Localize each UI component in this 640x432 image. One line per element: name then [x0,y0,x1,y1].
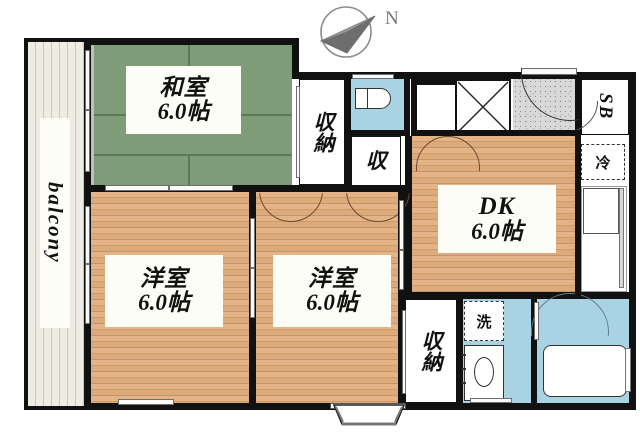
closet-top-area [299,79,345,185]
wall-washroom-right [531,299,537,403]
washitsu-left-edge-shade [91,45,94,185]
window-washitsu-balcony-2[interactable] [85,110,90,172]
wall-closet-bottom-right [457,299,463,403]
wall-hall-left [411,79,417,135]
toilet-fixture [355,88,391,109]
wall-top-entrance [404,72,636,79]
wall-dk-right-upper [575,136,581,180]
wall-dk-bottom [405,292,629,299]
dk-window-sash-upper[interactable] [583,188,619,234]
vanity-detail-1 [462,354,466,356]
closet-top-label: 収納 [311,111,336,153]
sink-basin [474,357,494,387]
wall-top-washitsu [84,38,298,45]
wall-hall-left-top [411,79,455,85]
vanity-detail-3 [462,382,466,384]
toilet-door[interactable] [352,74,394,79]
toilet-seat-divider [367,88,369,109]
closet-bottom-door[interactable] [402,310,406,394]
refrigerator-label: 冷 [595,155,611,172]
entrance-hall [455,79,511,135]
washer-label: 洗 [476,314,492,331]
bay-window-protrusion[interactable] [326,404,412,430]
closet-bottom-area [405,299,457,403]
window-yoshitsu1-balcony-2[interactable] [85,264,90,324]
room-yoshitsu1-size: 6.0帖 [138,290,190,315]
closet-mid-label: 収 [365,148,387,173]
wall-genkan-bottom [411,130,581,136]
wall-above-yoshitsu2 [249,185,351,192]
wall-toilet-right [404,79,410,135]
closet-top-door[interactable] [296,86,300,178]
door-between-bedrooms-2[interactable] [250,268,255,318]
wall-dk-left [405,136,412,298]
room-yoshitsu2-label: 洋室 6.0帖 [273,255,391,327]
bathroom-window[interactable] [625,348,631,392]
balcony-label: balcony [40,118,70,328]
room-dk-label: DK 6.0帖 [438,185,556,253]
shoe-box-label-s: SB [594,93,616,121]
yoshitsu2-door-east-2[interactable] [399,250,404,290]
room-yoshitsu1-name: 洋室 [140,265,188,291]
bathtub [543,345,627,397]
dk-window-rail[interactable] [619,188,624,288]
window-yoshitsu1-balcony-1[interactable] [85,206,90,264]
fusuma-washitsu-2[interactable] [169,185,233,191]
room-washitsu-name: 和室 [159,74,208,100]
room-washitsu-size: 6.0帖 [157,99,210,124]
room-yoshitsu2-size: 6.0帖 [306,290,358,315]
window-yoshitsu1-south[interactable] [118,399,174,405]
room-dk-size: 6.0帖 [471,219,523,245]
wall-toilet-bottom [351,130,410,136]
refrigerator-space: 冷 [581,144,625,180]
washer-space: 洗 [464,301,504,341]
room-yoshitsu2-name: 洋室 [308,265,356,291]
room-dk-name: DK [478,192,516,220]
room-washitsu-label: 和室 6.0帖 [126,66,241,134]
compass-rose: N [312,2,404,58]
washroom-door-south[interactable] [470,398,512,403]
closet-bottom-label: 収納 [419,330,444,372]
fusuma-washitsu-1[interactable] [105,185,169,191]
svg-text:N: N [385,8,399,29]
wall-yoshitsu2-right [398,192,405,403]
bathroom-door[interactable] [534,302,539,340]
wall-closet-top-right [345,79,351,185]
wall-above-yoshitsu2-right [351,185,405,192]
wall-dk-right-lower [575,180,581,298]
yoshitsu2-door-east-1[interactable] [399,200,404,250]
door-between-bedrooms[interactable] [250,218,255,268]
room-yoshitsu1-label: 洋室 6.0帖 [105,255,223,327]
window-washitsu-balcony-1[interactable] [85,50,90,110]
closet-mid-area [351,136,401,186]
wall-right-exterior [629,72,636,410]
wall-washitsu-right-upper [292,38,299,79]
vanity-detail-2 [462,368,466,370]
